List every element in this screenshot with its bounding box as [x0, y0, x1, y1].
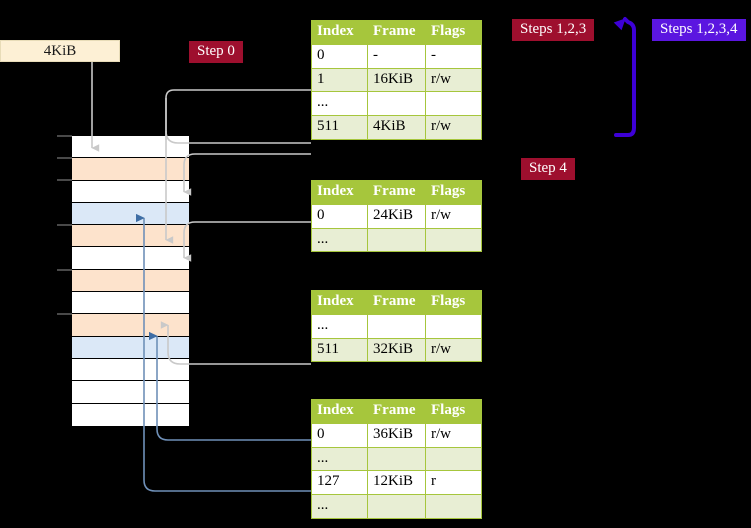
memory-frame-row	[72, 403, 189, 426]
cell-index: ...	[311, 91, 368, 116]
memory-frame-row	[72, 336, 189, 359]
cell-index: ...	[311, 227, 368, 253]
column-header-index: Index	[311, 290, 368, 315]
cell-frame	[367, 91, 426, 116]
column-header-frame: Frame	[367, 180, 426, 205]
table-row: ...	[311, 446, 482, 472]
cell-flags: r/w	[425, 115, 482, 140]
column-header-flags: Flags	[425, 399, 482, 424]
cell-flags	[425, 313, 482, 339]
cell-flags: r/w	[425, 422, 482, 448]
badge-steps123: Steps 1,2,3	[512, 19, 595, 41]
cell-frame	[367, 227, 426, 253]
cell-flags	[425, 91, 482, 116]
memory-frame-row	[72, 180, 189, 203]
cell-index: ...	[311, 313, 368, 339]
memory-frame-row	[72, 225, 189, 248]
column-header-frame: Frame	[367, 290, 426, 315]
table-row: 0--	[311, 43, 482, 69]
cell-index: 0	[311, 203, 368, 229]
arrow-steps-bracket	[613, 17, 636, 137]
cell-frame: 16KiB	[367, 67, 426, 93]
memory-frame-row	[72, 381, 189, 404]
column-header-flags: Flags	[425, 290, 482, 315]
memory-frame-row	[72, 292, 189, 315]
column-header-index: Index	[311, 399, 368, 424]
cell-frame: 24KiB	[367, 203, 426, 229]
cell-index: ...	[311, 446, 368, 472]
cell-index: 0	[311, 43, 368, 69]
badge-steps1234: Steps 1,2,3,4	[652, 19, 746, 41]
cell-flags: r/w	[425, 203, 482, 229]
arrow-frame-to-pdpt	[183, 153, 311, 196]
memory-frame-row	[72, 136, 189, 159]
cell-frame: 12KiB	[367, 470, 426, 495]
cell-flags: r/w	[425, 337, 482, 363]
column-header-index: Index	[311, 180, 368, 205]
column-header-flags: Flags	[425, 180, 482, 205]
table-row: ...	[311, 227, 482, 253]
cell-frame: -	[367, 43, 426, 69]
badge-step0: Step 0	[189, 41, 243, 63]
memory-frame-row	[72, 269, 189, 293]
memory-size-label: 4KiB	[0, 40, 120, 62]
column-header-index: Index	[311, 20, 368, 45]
memory-frame-row	[72, 247, 189, 270]
cell-flags: -	[425, 43, 482, 69]
column-header-frame: Frame	[367, 20, 426, 45]
cell-frame: 4KiB	[367, 115, 426, 140]
cell-frame	[367, 313, 426, 339]
memory-frame-row	[72, 359, 189, 382]
column-header-flags: Flags	[425, 20, 482, 45]
cell-frame	[367, 494, 426, 519]
cell-flags: r	[425, 470, 482, 495]
cell-flags	[425, 494, 482, 519]
cell-flags: r/w	[425, 67, 482, 93]
badge-step4: Step 4	[521, 158, 575, 180]
cell-index: ...	[311, 494, 368, 519]
table-row: ...	[311, 494, 482, 519]
cell-frame	[367, 446, 426, 472]
table-row: ...	[311, 91, 482, 116]
cell-frame: 32KiB	[367, 337, 426, 363]
column-header-frame: Frame	[367, 399, 426, 424]
memory-frame-row	[72, 202, 189, 226]
memory-tick-marks	[57, 135, 72, 315]
cell-index: 511	[311, 115, 368, 140]
physical-memory-column	[71, 135, 190, 426]
cell-index: 511	[311, 337, 368, 363]
cell-index: 0	[311, 422, 368, 448]
cell-flags	[425, 227, 482, 253]
cell-index: 127	[311, 470, 368, 495]
table-row: ...	[311, 313, 482, 339]
memory-frame-row	[72, 158, 189, 181]
cell-index: 1	[311, 67, 368, 93]
memory-frame-row	[72, 314, 189, 337]
arrow-pdpt-to-frame	[183, 221, 311, 262]
cell-flags	[425, 446, 482, 472]
cell-frame: 36KiB	[367, 422, 426, 448]
